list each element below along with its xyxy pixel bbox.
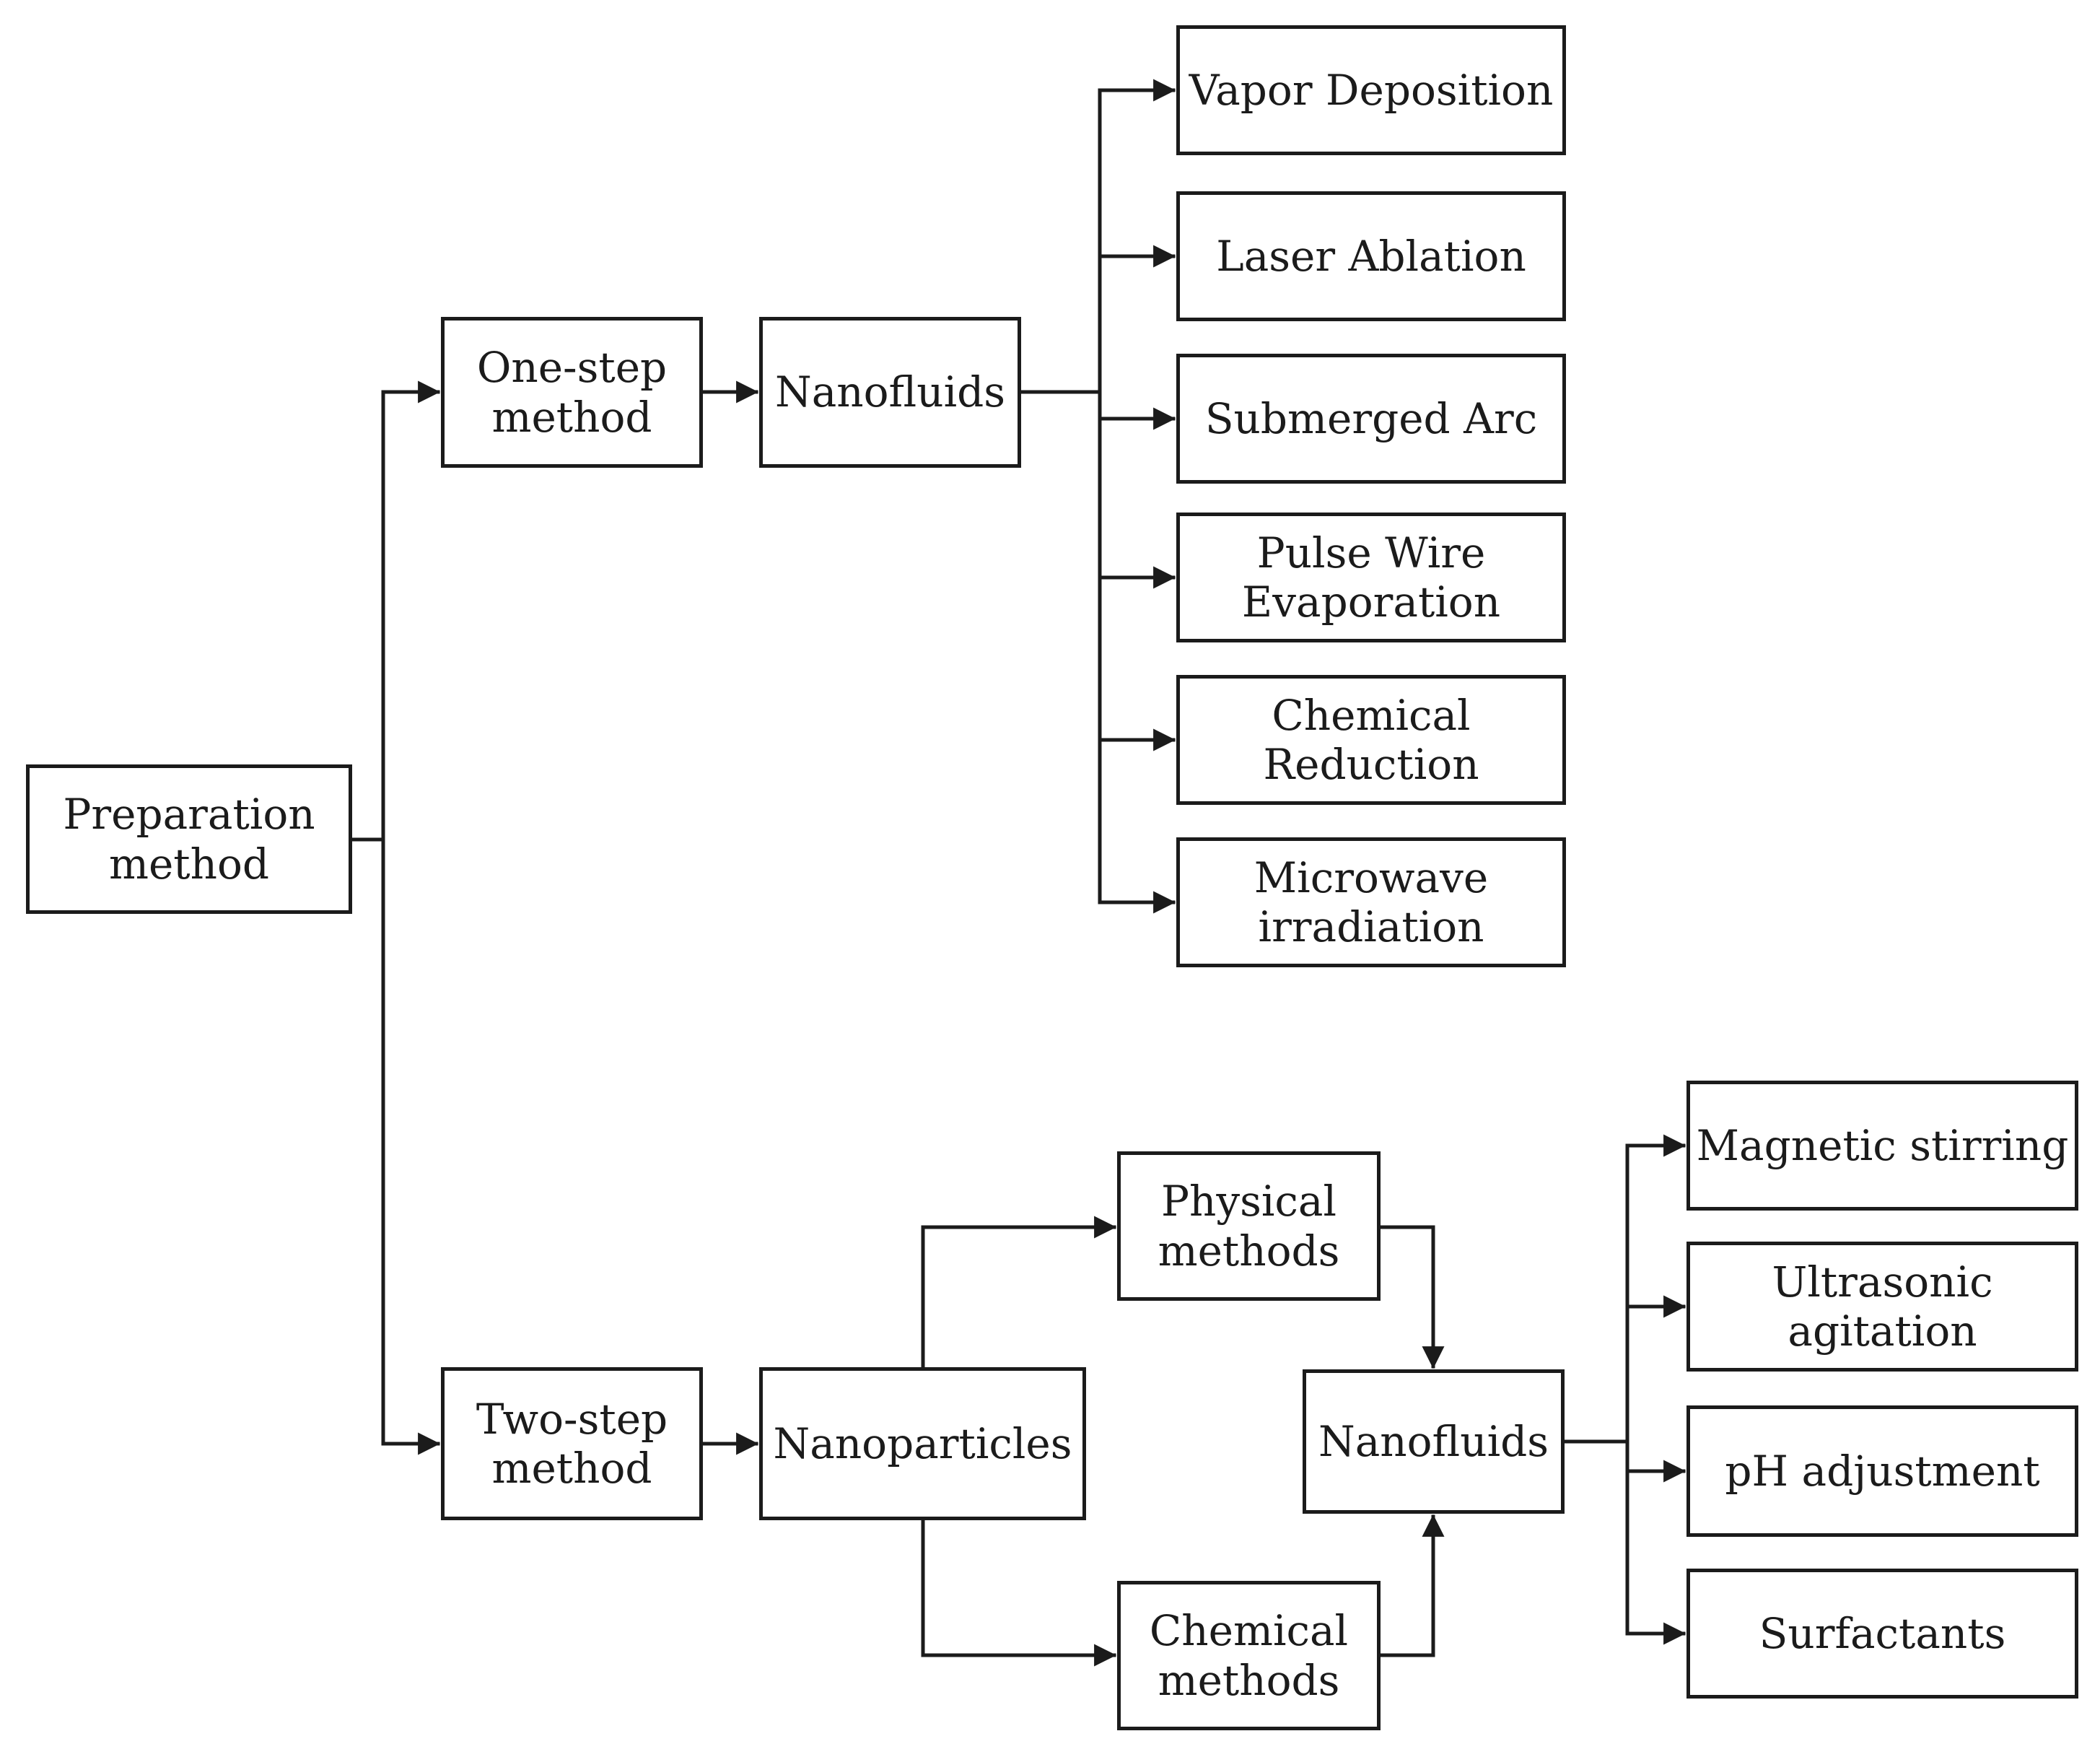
node-nanoparticles: Nanoparticles (759, 1367, 1086, 1520)
node-nanoparticles-label: Nanoparticles (773, 1418, 1072, 1468)
node-ultrasonic-agitation-label: Ultrasonic agitation (1772, 1257, 1993, 1356)
node-magnetic-stirring-label: Magnetic stirring (1696, 1120, 2069, 1170)
node-nanofluids-top-label: Nanofluids (774, 367, 1006, 417)
node-microwave-irradiation: Microwave irradiation (1176, 837, 1566, 967)
node-laser-ablation: Laser Ablation (1176, 191, 1566, 321)
node-chemical-reduction: Chemical Reduction (1176, 675, 1566, 805)
edge-physical-nanofluids (1378, 1225, 1445, 1369)
node-preparation-method: Preparation method (26, 764, 352, 914)
node-two-step-method: Two-step method (441, 1367, 703, 1520)
node-nanofluids-bottom-label: Nanofluids (1318, 1416, 1549, 1466)
node-magnetic-stirring: Magnetic stirring (1686, 1081, 2078, 1211)
node-microwave-irradiation-label: Microwave irradiation (1254, 853, 1489, 951)
node-nanofluids-bottom: Nanofluids (1303, 1369, 1565, 1514)
edge-nanoparticles-chemical (921, 1518, 1117, 1667)
node-physical-methods: Physical methods (1117, 1151, 1381, 1301)
edge-nanoparticles-physical (921, 1216, 1117, 1369)
edge-chemical-nanofluids (1378, 1514, 1445, 1657)
node-physical-methods-label: Physical methods (1158, 1177, 1340, 1276)
node-one-step-method: One-step method (441, 317, 703, 468)
node-ultrasonic-agitation: Ultrasonic agitation (1686, 1242, 2078, 1372)
node-one-step-method-label: One-step method (476, 343, 668, 442)
node-nanofluids-top: Nanofluids (759, 317, 1021, 468)
node-chemical-methods-label: Chemical methods (1149, 1606, 1349, 1705)
node-vapor-deposition-label: Vapor Deposition (1189, 65, 1554, 115)
node-surfactants-label: Surfactants (1759, 1608, 2006, 1658)
node-ph-adjustment: pH adjustment (1686, 1405, 2078, 1537)
node-ph-adjustment-label: pH adjustment (1725, 1446, 2040, 1496)
node-pulse-wire-evaporation-label: Pulse Wire Evaporation (1241, 528, 1501, 627)
node-chemical-reduction-label: Chemical Reduction (1263, 690, 1479, 789)
node-preparation-method-label: Preparation method (63, 790, 315, 889)
node-two-step-method-label: Two-step method (476, 1394, 668, 1493)
node-submerged-arc-label: Submerged Arc (1204, 393, 1538, 443)
node-laser-ablation-label: Laser Ablation (1216, 231, 1526, 281)
node-pulse-wire-evaporation: Pulse Wire Evaporation (1176, 513, 1566, 642)
node-chemical-methods: Chemical methods (1117, 1581, 1381, 1730)
node-submerged-arc: Submerged Arc (1176, 354, 1566, 484)
node-vapor-deposition: Vapor Deposition (1176, 25, 1566, 155)
node-surfactants: Surfactants (1686, 1569, 2078, 1699)
